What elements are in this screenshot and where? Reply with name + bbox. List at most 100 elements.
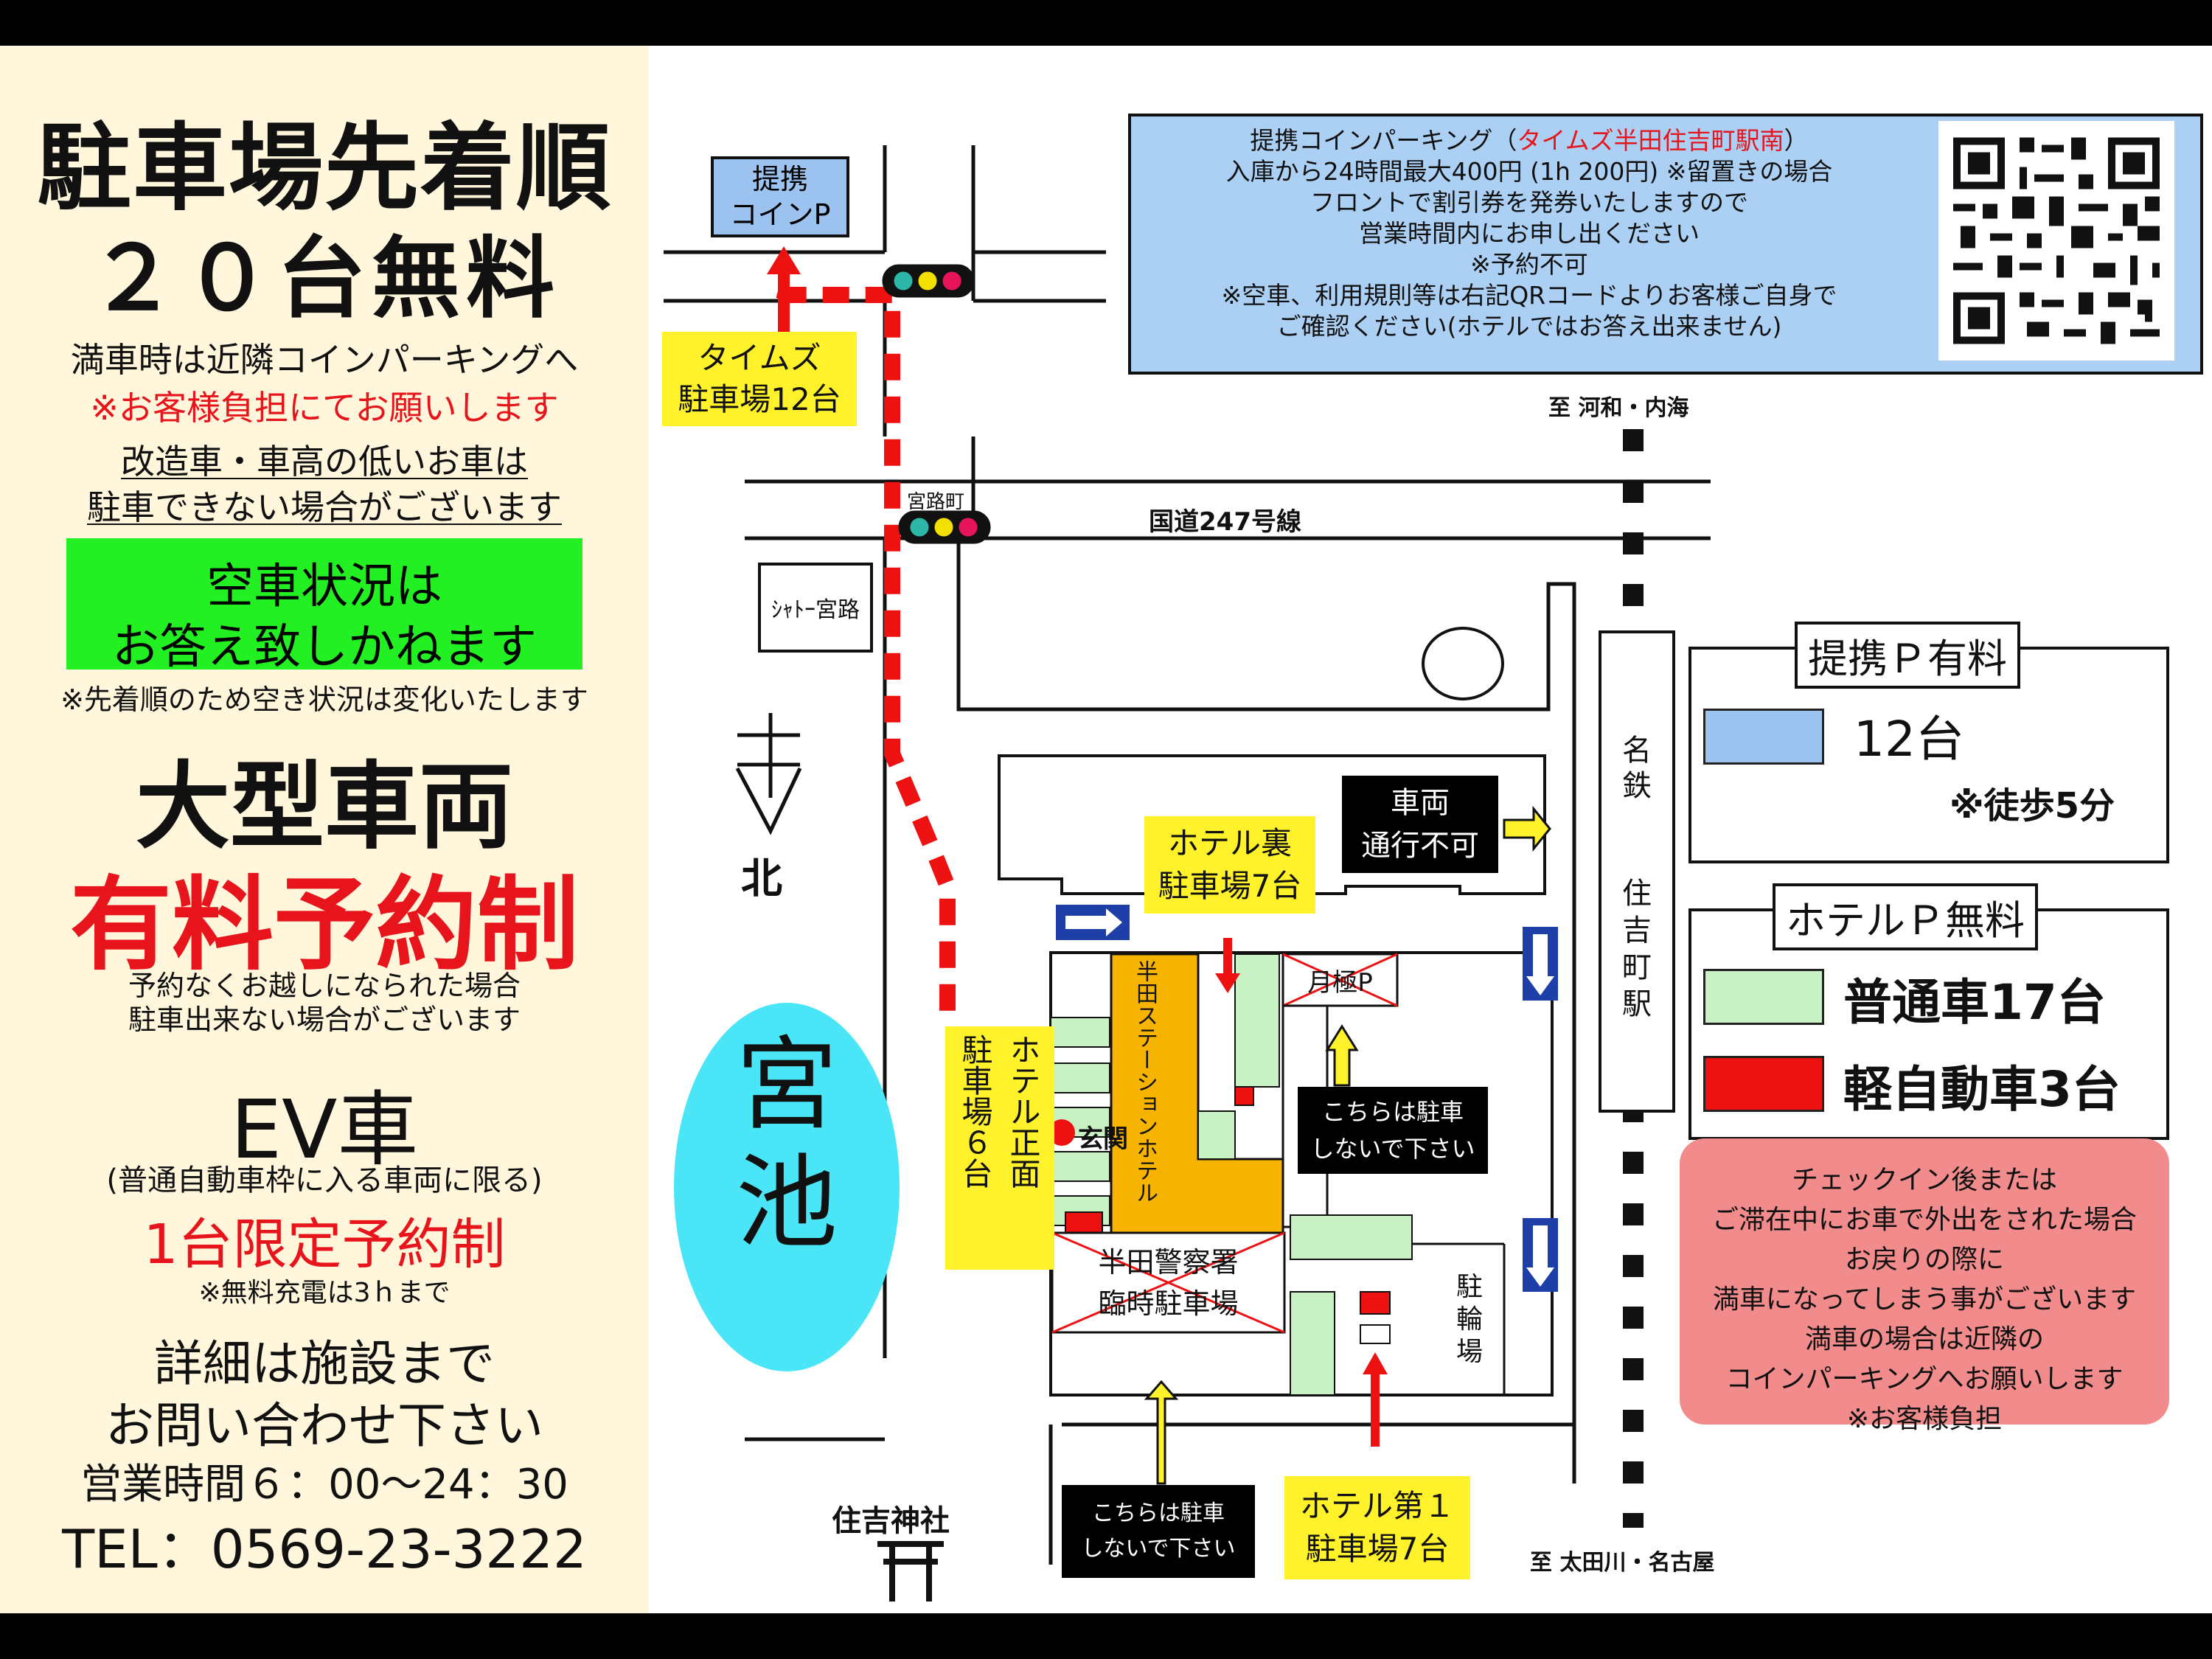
miyajicho-label: 宮路町 — [907, 491, 965, 513]
notice-line6: コインパーキングへお願いします — [1725, 1364, 2124, 1394]
direction-north: 至 河和・内海 — [1548, 395, 1689, 421]
shrine-label: 住吉神社 — [832, 1504, 950, 1538]
info-line1-a: 提携コインパーキング（ — [1250, 126, 1517, 155]
qr-code-icon — [1953, 137, 2160, 344]
first-lot-slots — [1290, 1214, 1413, 1396]
traffic-light-lower — [898, 510, 991, 544]
north-label: 北 — [741, 855, 782, 903]
large-note2: 駐車出来ない場合がございます — [128, 1004, 521, 1036]
notice-line1: チェックイン後または — [1791, 1165, 2057, 1195]
notice-line5: 満車の場合は近隣の — [1804, 1324, 2044, 1354]
availability-line2: お答え致しかねます — [112, 620, 537, 675]
one-way-sign-down2 — [1523, 1218, 1558, 1292]
police-lot-label: 半田警察署 臨時駐車場 — [1098, 1245, 1239, 1320]
miyaike-pond — [674, 1003, 900, 1371]
info-line1-red: タイムズ半田住吉町駅南 — [1517, 126, 1784, 155]
details-line2: お問い合わせ下さい — [105, 1397, 543, 1454]
large-note1: 予約なくお越しになられた場合 — [128, 970, 521, 1002]
legend-partner-title: 提携Ｐ有料 — [1795, 622, 2020, 689]
chateau-box — [758, 563, 873, 653]
ev-title: EV車 — [230, 1082, 419, 1177]
large-vehicle-paid: 有料予約制 — [69, 866, 579, 984]
availability-line1: 空車状況は — [206, 560, 442, 614]
hotel-first-parking-label: ホテル第１ 駐車場7台 — [1284, 1476, 1470, 1579]
back-parking-slots — [1197, 953, 1280, 1160]
hotel-back-parking-label: ホテル裏 駐車場7台 — [1144, 816, 1315, 914]
no-through-sign: 車両 通行不可 — [1342, 776, 1498, 873]
partner-info-text: 提携コインパーキング（タイムズ半田住吉町駅南） 入庫から24時間最大400円 (… — [1131, 125, 1927, 342]
legend-kei-swatch — [1703, 1056, 1824, 1112]
no-parking-sign-1: こちらは駐車 しないで下さい — [1298, 1087, 1488, 1174]
shrine-torii — [877, 1541, 944, 1601]
full-note: 満車時は近隣コインパーキングへ — [70, 340, 579, 380]
info-line6: ※空車、利用規則等は右記QRコードよりお客様ご自身で — [1221, 281, 1837, 310]
info-panel: 駐車場先着順 ２０台無料 満車時は近隣コインパーキングへ ※お客様負担にてお願い… — [0, 46, 649, 1613]
notice-line3: お戻りの際に — [1844, 1245, 2004, 1275]
ev-limit: 1台限定予約制 — [143, 1213, 506, 1276]
legend-regular-label: 普通車17台 — [1843, 974, 2106, 1031]
times-parking-label: タイムズ 駐車場12台 — [662, 332, 857, 426]
business-hours: 営業時間６：00〜24：30 — [80, 1461, 568, 1509]
monthly-parking-label: 月極P — [1307, 967, 1373, 998]
red-arrows — [1215, 938, 1388, 1447]
legend-partner-walk: ※徒歩5分 — [1950, 785, 2115, 827]
details-line1: 詳細は施設まで — [154, 1335, 495, 1392]
info-line7: ご確認ください(ホテルではお答え出来ません) — [1276, 312, 1782, 341]
availability-box: 空車状況は お答え致しかねます — [66, 538, 582, 675]
first-lot-kei-slot — [1360, 1291, 1391, 1315]
info-line5: ※予約不可 — [1470, 250, 1588, 279]
title-line2: ２０台無料 — [88, 228, 560, 330]
qr-code[interactable] — [1938, 121, 2174, 361]
modified-line2: 駐車できない場合がございます — [87, 487, 562, 527]
legend-partner: 提携Ｐ有料 12台 ※徒歩5分 — [1688, 622, 2169, 863]
legend-hotel-title: ホテルＰ無料 — [1773, 883, 2038, 950]
hotel-front-text: ホテル正面 — [1005, 1034, 1041, 1189]
pond-label: 宮 池 — [735, 1026, 838, 1262]
info-line3: フロントで割引券を発券いたしますので — [1310, 188, 1748, 217]
entrance-dot — [1048, 1119, 1075, 1146]
legend-kei-label: 軽自動車3台 — [1843, 1061, 2121, 1118]
no-parking-sign-2: こちらは駐車 しないで下さい — [1062, 1485, 1255, 1578]
partner-info-box: 提携コインパーキング（タイムズ半田住吉町駅南） 入庫から24時間最大400円 (… — [1128, 114, 2203, 375]
notice-line4: 満車になってしまう事がございます — [1712, 1284, 2137, 1315]
charge-note: ※お客様負担にてお願いします — [90, 388, 559, 428]
ev-note: ※無料充電は3ｈまで — [198, 1278, 451, 1308]
telephone[interactable]: TEL：0569-23-3222 — [62, 1518, 587, 1580]
one-way-sign-down1 — [1523, 927, 1558, 1001]
meitetsu-label: 名 鉄 — [1622, 734, 1652, 803]
access-map: 提携コインパーキング（タイムズ半田住吉町駅南） 入庫から24時間最大400円 (… — [649, 46, 2212, 1613]
ev-sub: (普通自動車枠に入る車両に限る) — [106, 1164, 543, 1197]
availability-note: ※先着順のため空き状況は変化いたします — [60, 684, 588, 716]
hotel-front-count: 駐車場６台 — [957, 1034, 993, 1189]
station-label: 住 吉 町 駅 — [1622, 877, 1652, 1021]
bicycle-parking-label: 駐 輪 場 — [1455, 1271, 1483, 1367]
roundabout-marker — [1422, 627, 1504, 700]
modified-line1: 改造車・車高の低いお車は — [121, 442, 528, 481]
hotel-name-label: 半田ステーションホテル — [1132, 960, 1158, 1203]
title-line1: 駐車場先着順 — [36, 114, 612, 223]
one-way-sign-right — [1056, 905, 1130, 940]
notice-line7: ※お客様負担 — [1846, 1404, 2003, 1434]
notice-line2: ご滞在中にお車で外出をされた場合 — [1711, 1205, 2137, 1235]
yellow-arrows — [1144, 805, 1551, 1485]
north-arrow — [735, 713, 802, 835]
partner-coin-p[interactable]: 提携 コインP — [711, 156, 849, 237]
traffic-light-upper — [882, 264, 975, 298]
info-line4: 営業時間内にお申し出ください — [1359, 219, 1700, 248]
back-kei-slot — [1234, 1086, 1254, 1106]
legend-regular-swatch — [1703, 969, 1824, 1025]
large-vehicle-title: 大型車両 — [135, 752, 513, 862]
entrance-label: 玄関 — [1078, 1124, 1128, 1154]
chateau-label: ｼｬﾄｰ宮路 — [771, 597, 860, 623]
arrow-to-partner-head — [767, 246, 801, 274]
front-kei-slot — [1065, 1211, 1103, 1234]
hotel-front-parking-label: ホテル正面 駐車場６台 — [945, 1026, 1054, 1270]
info-line1-b: ） — [1784, 126, 1809, 155]
route-247-label: 国道247号線 — [1149, 507, 1301, 537]
legend-partner-count: 12台 — [1854, 711, 1964, 768]
info-line2: 入庫から24時間最大400円 (1h 200円) ※留置きの場合 — [1225, 157, 1833, 186]
legend-hotel: ホテルＰ無料 普通車17台 軽自動車3台 — [1688, 883, 2169, 1140]
return-notice: チェックイン後または ご滞在中にお車で外出をされた場合 お戻りの際に 満車になっ… — [1680, 1138, 2169, 1434]
station-platform — [1599, 630, 1675, 1113]
direction-south: 至 太田川・名古屋 — [1530, 1550, 1715, 1576]
